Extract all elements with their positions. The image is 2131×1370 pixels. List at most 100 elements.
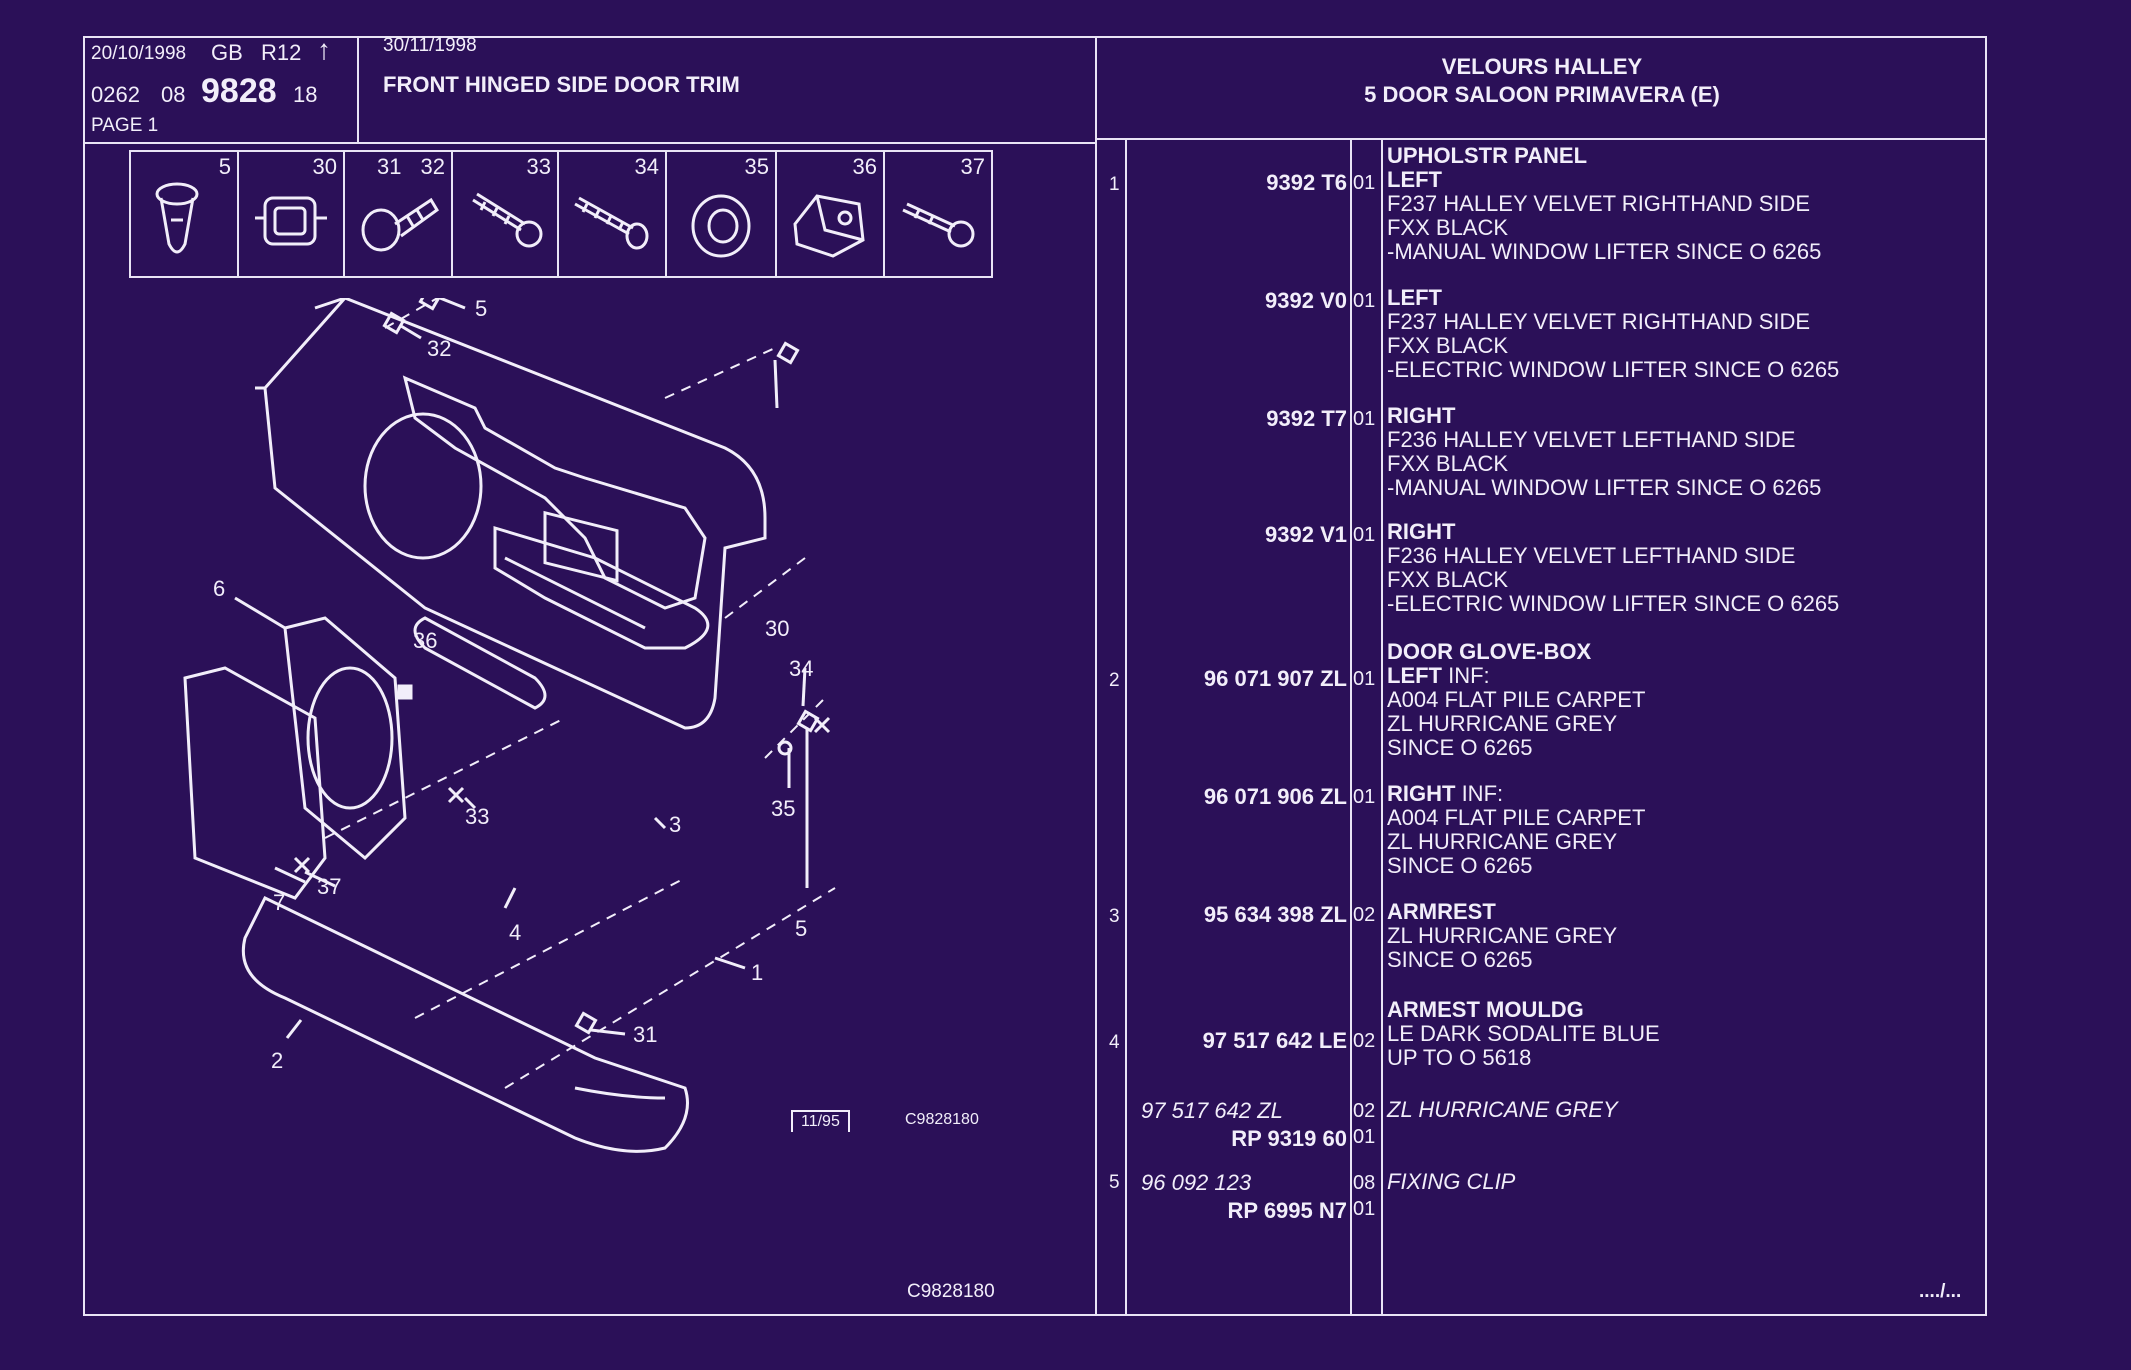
tapping-screw-icon [574, 196, 649, 250]
armrest-3 [493, 525, 710, 650]
icon-cell-label: 32 [420, 154, 445, 179]
description-line: F236 HALLEY VELVET LEFTHAND SIDE [1387, 543, 1796, 568]
armrest-moulding-4 [413, 616, 547, 710]
drawing-label: 3 [669, 812, 681, 837]
speaker-grille-7 [183, 666, 327, 900]
quantity: 01 [1353, 290, 1376, 312]
side-suffix: INF: [1455, 781, 1504, 806]
repair-reference: RP 6995 N7 [1227, 1198, 1347, 1223]
icon-cell-label: 30 [312, 154, 337, 179]
quantity: 02 [1353, 904, 1376, 926]
part-reference: 96 071 907 ZL [1203, 666, 1347, 691]
issue-date: 20/10/1998 [91, 43, 187, 64]
description-line: F237 HALLEY VELVET RIGHTHAND SIDE [1387, 309, 1811, 334]
part-reference-alt: 96 092 123 [1141, 1170, 1252, 1195]
description-line: LEFT INF: [1387, 664, 1645, 688]
part-reference: 95 634 398 ZL [1203, 902, 1347, 927]
description-line: FXX BLACK [1387, 215, 1509, 240]
description-line: -ELECTRIC WINDOW LIFTER SINCE O 6265 [1387, 357, 1840, 382]
icon-cell-label: 37 [960, 154, 985, 179]
qty-col-left-divider [1350, 138, 1352, 1314]
retainer-clip-icon [255, 196, 327, 246]
drawing-label: 4 [509, 920, 521, 945]
panel-recess [402, 375, 707, 610]
part-reference-alt: 97 517 642 ZL [1141, 1098, 1283, 1123]
repair-quantity: 01 [1353, 1126, 1376, 1148]
country-code: GB [211, 40, 243, 65]
quantity: 01 [1353, 172, 1376, 194]
drawing-date-box: 11/95 [791, 1110, 850, 1132]
item-number: 4 [1109, 1032, 1120, 1053]
description-line: LE DARK SODALITE BLUE [1387, 1021, 1660, 1046]
part-reference: 97 517 642 LE [1202, 1028, 1347, 1053]
code-a: 0262 [91, 82, 140, 107]
drawing-label: 31 [633, 1022, 657, 1047]
description-line: ARMEST MOULDG [1387, 997, 1584, 1022]
speaker-hole [363, 412, 483, 560]
drawing-label: 7 [273, 890, 285, 915]
continuation-marker: ..../... [1919, 1281, 1962, 1302]
icon-cell-5: 5 [131, 152, 239, 276]
description-line: RIGHT [1387, 519, 1456, 544]
fastener-icon-strip: 5 30 31 32 33 34 35 36 37 [129, 150, 993, 278]
drawing-label: 1 [751, 960, 763, 985]
drawing-label: 30 [765, 616, 789, 641]
side-label: LEFT [1387, 663, 1442, 688]
part-reference: 9392 V1 [1265, 522, 1347, 547]
plug-clip-icon [155, 182, 199, 254]
qty-col-right-divider [1381, 138, 1383, 1314]
door-glove-box-2 [241, 896, 689, 1153]
revision-date: 30/11/1998 [383, 35, 477, 56]
description-line: SINCE O 6265 [1387, 853, 1533, 878]
side-label: RIGHT [1387, 781, 1456, 806]
washer-icon [691, 194, 751, 258]
nut-clip-icon [793, 194, 865, 258]
drawing-label: 5 [475, 298, 487, 321]
item-number: 1 [1109, 174, 1120, 195]
description-line: LEFT [1387, 167, 1442, 192]
icon-cell-label: 5 [218, 154, 231, 179]
description-line: SINCE O 6265 [1387, 735, 1533, 760]
item-col-divider [1125, 138, 1127, 1314]
description-line: ZL HURRICANE GREY [1387, 711, 1618, 736]
center-divider [1095, 38, 1097, 1314]
part-description: RIGHT F236 HALLEY VELVET LEFTHAND SIDE F… [1387, 404, 1821, 500]
repair-reference: RP 9319 60 [1231, 1126, 1347, 1151]
repair-quantity: 01 [1353, 1198, 1376, 1220]
push-clip-icon [361, 197, 439, 252]
icon-cell-label: 35 [744, 154, 769, 179]
icon-cell-34: 34 [559, 152, 667, 276]
icon-cell-30: 30 [239, 152, 345, 276]
description-line: UPHOLSTR PANEL [1387, 143, 1588, 168]
drawing-code: C9828180 [905, 1111, 979, 1128]
icon-cell-36: 36 [777, 152, 885, 276]
description-line: FIXING CLIP [1387, 1169, 1516, 1194]
quantity: 01 [1353, 786, 1376, 808]
code-c: 18 [293, 82, 318, 107]
description-line: -MANUAL WINDOW LIFTER SINCE O 6265 [1387, 475, 1822, 500]
drawing-label: 5 [795, 916, 807, 941]
speaker-frame-6 [283, 616, 407, 861]
model-name: 5 DOOR SALOON PRIMAVERA (E) [1364, 82, 1720, 107]
icon-cell-33: 33 [453, 152, 559, 276]
version-code: R12 [261, 40, 302, 65]
drawing-label: 33 [465, 804, 489, 829]
drawing-label: 37 [317, 874, 341, 899]
description-line: RIGHT INF: [1387, 782, 1645, 806]
quantity: 01 [1353, 524, 1376, 546]
icon-cell-37: 37 [885, 152, 991, 276]
part-description: RIGHT INF: A004 FLAT PILE CARPET ZL HURR… [1387, 782, 1645, 878]
part-description: FIXING CLIP [1387, 1170, 1515, 1194]
screw-icon [472, 192, 543, 248]
description-line: ARMREST [1387, 899, 1496, 924]
description-line: A004 FLAT PILE CARPET [1387, 687, 1646, 712]
description-line: SINCE O 6265 [1387, 947, 1533, 972]
quantity: 02 [1353, 1030, 1376, 1052]
description-line: UP TO O 5618 [1387, 1045, 1532, 1070]
page-number: PAGE 1 [91, 115, 159, 136]
part-description: LEFT F237 HALLEY VELVET RIGHTHAND SIDE F… [1387, 286, 1839, 382]
description-line: ZL HURRICANE GREY [1387, 923, 1618, 948]
header-bottom-rule [85, 142, 1097, 144]
part-reference: 9392 V0 [1265, 288, 1347, 313]
item-number: 2 [1109, 670, 1120, 691]
